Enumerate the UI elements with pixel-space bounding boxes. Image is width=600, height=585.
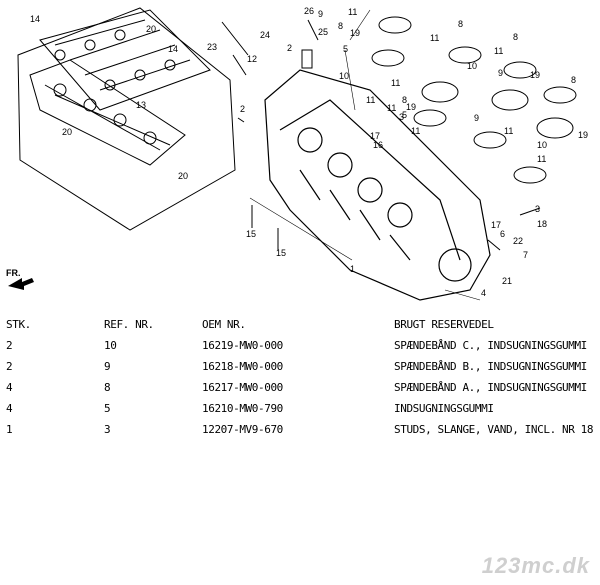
cylinder-head bbox=[264, 69, 491, 301]
ref-cell: 8 bbox=[104, 381, 111, 394]
column-header-qty: STK. bbox=[6, 318, 31, 331]
oem-cell: 16217-MW0-000 bbox=[202, 381, 283, 394]
callout-number: 19 bbox=[406, 102, 416, 112]
column-header-part: BRUGT RESERVEDEL bbox=[394, 318, 494, 331]
ref-cell: 9 bbox=[104, 360, 111, 373]
callout-number: 13 bbox=[136, 100, 146, 110]
callout-number: 11 bbox=[366, 95, 375, 105]
callout-number: 11 bbox=[494, 46, 503, 56]
callout-number: 8 bbox=[402, 95, 407, 105]
callout-number: 8 bbox=[513, 32, 518, 42]
callout-number: 9 bbox=[474, 113, 479, 123]
callout-number: 25 bbox=[318, 27, 328, 37]
table-row: 2 10 16219-MW0-000 SPÆNDEBÅND C., INDSUG… bbox=[6, 335, 598, 356]
callout-number: 5 bbox=[402, 110, 407, 120]
callout-number: 8 bbox=[458, 19, 463, 29]
callout-number: 2 bbox=[240, 104, 245, 114]
table-row: 4 5 16210-MW0-790 INDSUGNINGSGUMMI bbox=[6, 398, 598, 419]
leader-lines bbox=[249, 9, 481, 301]
callout-number: 19 bbox=[578, 130, 588, 140]
callout-number: 5 bbox=[343, 44, 348, 54]
callout-number: 15 bbox=[246, 229, 256, 239]
qty-cell: 2 bbox=[6, 360, 13, 373]
callout-number: 20 bbox=[62, 127, 72, 137]
callout-number: 24 bbox=[260, 30, 270, 40]
watermark-logo: 123mc.dk bbox=[481, 553, 590, 578]
ref-cell: 10 bbox=[104, 339, 117, 352]
qty-cell: 1 bbox=[6, 423, 13, 436]
part-cell: STUDS, SLANGE, VAND, INCL. NR 18 bbox=[394, 423, 594, 436]
cam-holder-upper bbox=[39, 9, 211, 111]
callout-labels: 14 20 14 23 24 12 13 20 2 20 26 9 25 2 1… bbox=[30, 6, 588, 298]
column-header-oem: OEM NR. bbox=[202, 318, 246, 331]
callout-number: 11 bbox=[387, 103, 396, 113]
callout-number: 11 bbox=[504, 126, 513, 136]
callout-number: 14 bbox=[168, 44, 178, 54]
callout-number: 21 bbox=[502, 276, 512, 286]
valve-cover-panel bbox=[17, 7, 236, 231]
callout-number: 14 bbox=[30, 14, 40, 24]
cam-holder-lower bbox=[29, 59, 186, 166]
ref-cell: 5 bbox=[104, 402, 111, 415]
qty-cell: 4 bbox=[6, 402, 13, 415]
callout-number: 11 bbox=[430, 33, 439, 43]
callout-number: 22 bbox=[513, 236, 523, 246]
parts-diagram: 14 20 14 23 24 12 13 20 2 20 26 9 25 2 1… bbox=[8, 6, 588, 301]
front-arrow-icon bbox=[8, 278, 34, 290]
table-row: 1 3 12207-MV9-670 STUDS, SLANGE, VAND, I… bbox=[6, 419, 598, 440]
front-direction-label: FR. bbox=[6, 268, 21, 278]
qty-cell: 4 bbox=[6, 381, 13, 394]
callout-number: 9 bbox=[318, 9, 323, 19]
callout-number: 8 bbox=[571, 75, 576, 85]
callout-number: 17 bbox=[491, 220, 501, 230]
callout-number: 26 bbox=[304, 6, 314, 16]
intake-rubbers bbox=[371, 16, 577, 184]
callout-number: 18 bbox=[537, 219, 547, 229]
qty-cell: 2 bbox=[6, 339, 13, 352]
ref-cell: 3 bbox=[104, 423, 111, 436]
table-row: 2 9 16218-MW0-000 SPÆNDEBÅND B., INDSUGN… bbox=[6, 356, 598, 377]
callout-number: 19 bbox=[530, 70, 540, 80]
callout-number: 1 bbox=[350, 264, 355, 274]
column-header-ref: REF. NR. bbox=[104, 318, 154, 331]
callout-number: 9 bbox=[498, 68, 503, 78]
callout-number: 10 bbox=[467, 61, 477, 71]
callout-number: 16 bbox=[373, 140, 383, 150]
callout-number: 4 bbox=[481, 288, 486, 298]
parts-table: STK. REF. NR. OEM NR. BRUGT RESERVEDEL 2… bbox=[6, 314, 598, 440]
small-parts bbox=[221, 19, 541, 251]
part-cell: SPÆNDEBÅND A., INDSUGNINGSGUMMI bbox=[394, 381, 587, 394]
callout-number: 2 bbox=[287, 43, 292, 53]
callout-number: 11 bbox=[411, 126, 420, 136]
callout-number: 11 bbox=[391, 78, 400, 88]
oem-cell: 16219-MW0-000 bbox=[202, 339, 283, 352]
oem-cell: 16210-MW0-790 bbox=[202, 402, 283, 415]
callout-number: 12 bbox=[247, 54, 257, 64]
callout-number: 20 bbox=[178, 171, 188, 181]
callout-number: 17 bbox=[370, 131, 380, 141]
callout-number: 3 bbox=[535, 204, 540, 214]
callout-number: 10 bbox=[339, 71, 349, 81]
callout-number: 7 bbox=[523, 250, 528, 260]
callout-number: 8 bbox=[338, 21, 343, 31]
part-cell: SPÆNDEBÅND C., INDSUGNINGSGUMMI bbox=[394, 339, 587, 352]
callout-number: 19 bbox=[350, 28, 360, 38]
callout-number: 15 bbox=[276, 248, 286, 258]
part-cell: INDSUGNINGSGUMMI bbox=[394, 402, 494, 415]
callout-number: 11 bbox=[348, 7, 357, 17]
part-cell: SPÆNDEBÅND B., INDSUGNINGSGUMMI bbox=[394, 360, 587, 373]
table-row: 4 8 16217-MW0-000 SPÆNDEBÅND A., INDSUGN… bbox=[6, 377, 598, 398]
callout-number: 6 bbox=[500, 229, 505, 239]
callout-number: 10 bbox=[537, 140, 547, 150]
callout-number: 20 bbox=[146, 24, 156, 34]
callout-number: 23 bbox=[207, 42, 217, 52]
oem-cell: 12207-MV9-670 bbox=[202, 423, 283, 436]
callout-number: 11 bbox=[537, 154, 546, 164]
table-header-row: STK. REF. NR. OEM NR. BRUGT RESERVEDEL bbox=[6, 314, 598, 335]
oem-cell: 16218-MW0-000 bbox=[202, 360, 283, 373]
callout-number: 3 bbox=[399, 112, 404, 122]
